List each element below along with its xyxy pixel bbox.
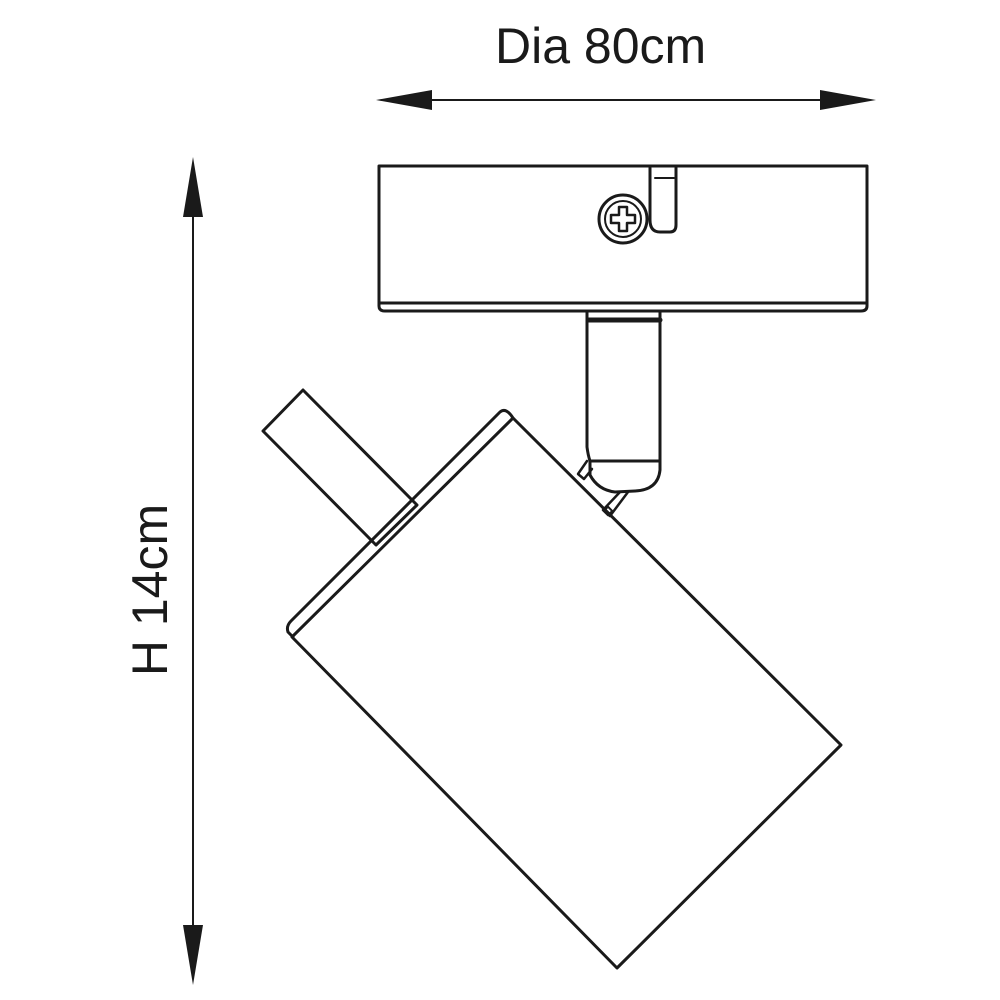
height-dimension-arrow [183,157,203,985]
spotlight-shade [290,416,843,970]
width-dimension-label: Dia 80cm [495,18,707,74]
rear-cap [261,388,419,547]
arrowhead-down-icon [183,925,203,985]
mounting-screw-icon [597,193,649,245]
width-dimension-arrow [376,90,876,110]
swivel-arm [576,309,663,518]
arrowhead-up-icon [183,157,203,217]
arrowhead-right-icon [820,90,876,110]
ceiling-backplate [377,164,869,313]
shade-rim [285,409,515,639]
height-dimension-label: H 14cm [122,503,178,677]
arrowhead-left-icon [376,90,432,110]
